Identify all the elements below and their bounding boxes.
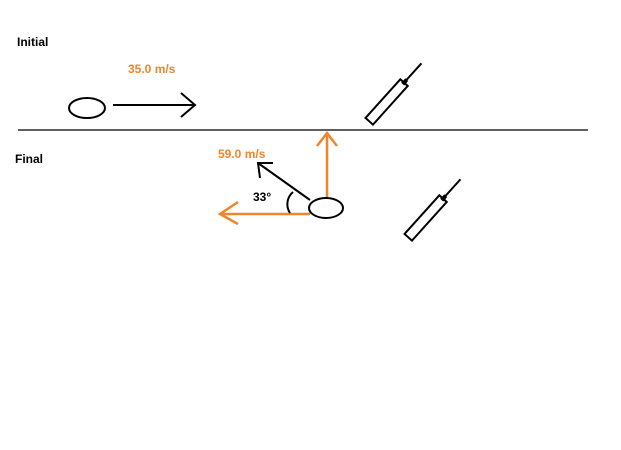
initial-speed-label: 35.0 m/s [128,62,176,76]
final-velocity-arrow [256,162,311,201]
angle-arc [286,191,294,214]
initial-velocity-arrow [113,92,197,118]
vertical-component-arrow [316,130,338,198]
horizontal-component-arrow [217,200,310,226]
ball-initial [68,97,106,119]
final-speed-label: 59.0 m/s [218,147,266,161]
bat-initial [364,62,423,127]
ball-final [308,197,344,219]
angle-label: 33° [253,190,271,204]
bat-final [403,178,462,243]
initial-label: Initial [17,35,48,49]
final-label: Final [15,152,43,166]
